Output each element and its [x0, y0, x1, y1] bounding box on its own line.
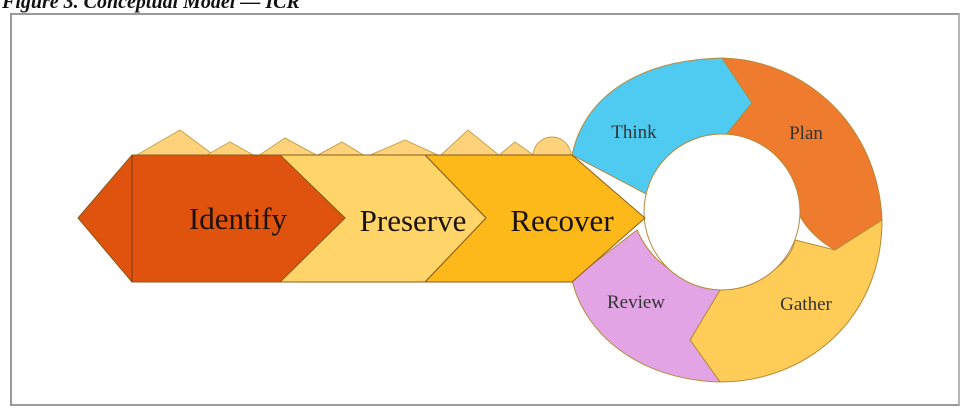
key-step-identify-label: Identify	[189, 201, 288, 236]
cycle-step-plan-label: Plan	[789, 123, 823, 144]
key-step-preserve-label: Preserve	[360, 203, 467, 238]
key-blade	[77, 154, 646, 283]
cycle-segment-gather	[689, 219, 883, 383]
cycle-ring	[571, 57, 883, 383]
cycle-step-think-label: Think	[611, 122, 657, 143]
key-step-recover-label: Recover	[510, 203, 614, 238]
cycle-step-gather-label: Gather	[780, 294, 832, 315]
key-teeth	[133, 129, 572, 157]
figure-caption: Figure 3. Conceptual Model — ICR	[2, 0, 300, 13]
cycle-step-review-label: Review	[607, 292, 665, 313]
cycle-center-hole	[643, 133, 801, 291]
